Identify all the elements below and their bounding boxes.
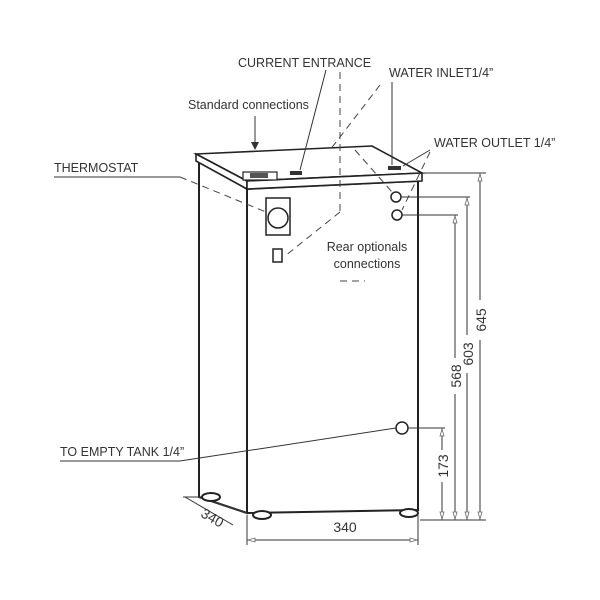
label-to-empty-tank: TO EMPTY TANK 1/4”	[60, 445, 184, 459]
water-inlet-rear-port	[390, 191, 402, 203]
leader-lines	[54, 69, 431, 462]
base-dimensions	[183, 496, 419, 545]
label-rear-optionals-1: Rear optionals	[327, 240, 408, 254]
water-outlet-rear-port	[391, 209, 403, 221]
switch-icon	[272, 248, 283, 263]
tank-lid	[193, 145, 425, 191]
label-current-entrance: CURRENT ENTRANCE	[238, 56, 371, 70]
label-water-inlet: WATER INLET1/4”	[389, 66, 493, 80]
label-water-outlet: WATER OUTLET 1/4”	[434, 136, 555, 150]
height-dimensions	[401, 172, 486, 521]
drain-port	[395, 421, 409, 435]
dim-645: 645	[473, 308, 489, 332]
label-rear-optionals-2: connections	[334, 257, 401, 271]
water-inlet-port	[388, 166, 401, 170]
dim-568: 568	[448, 364, 464, 388]
dim-depth-340: 340	[198, 505, 226, 531]
tank-body	[198, 158, 419, 515]
label-thermostat: THERMOSTAT	[54, 161, 139, 175]
dim-173: 173	[435, 454, 451, 478]
thermostat-icon	[265, 197, 291, 263]
dim-width-340: 340	[333, 519, 357, 535]
label-standard-connections: Standard connections	[188, 98, 309, 112]
dim-603: 603	[460, 342, 476, 366]
current-entrance-port	[290, 171, 302, 175]
